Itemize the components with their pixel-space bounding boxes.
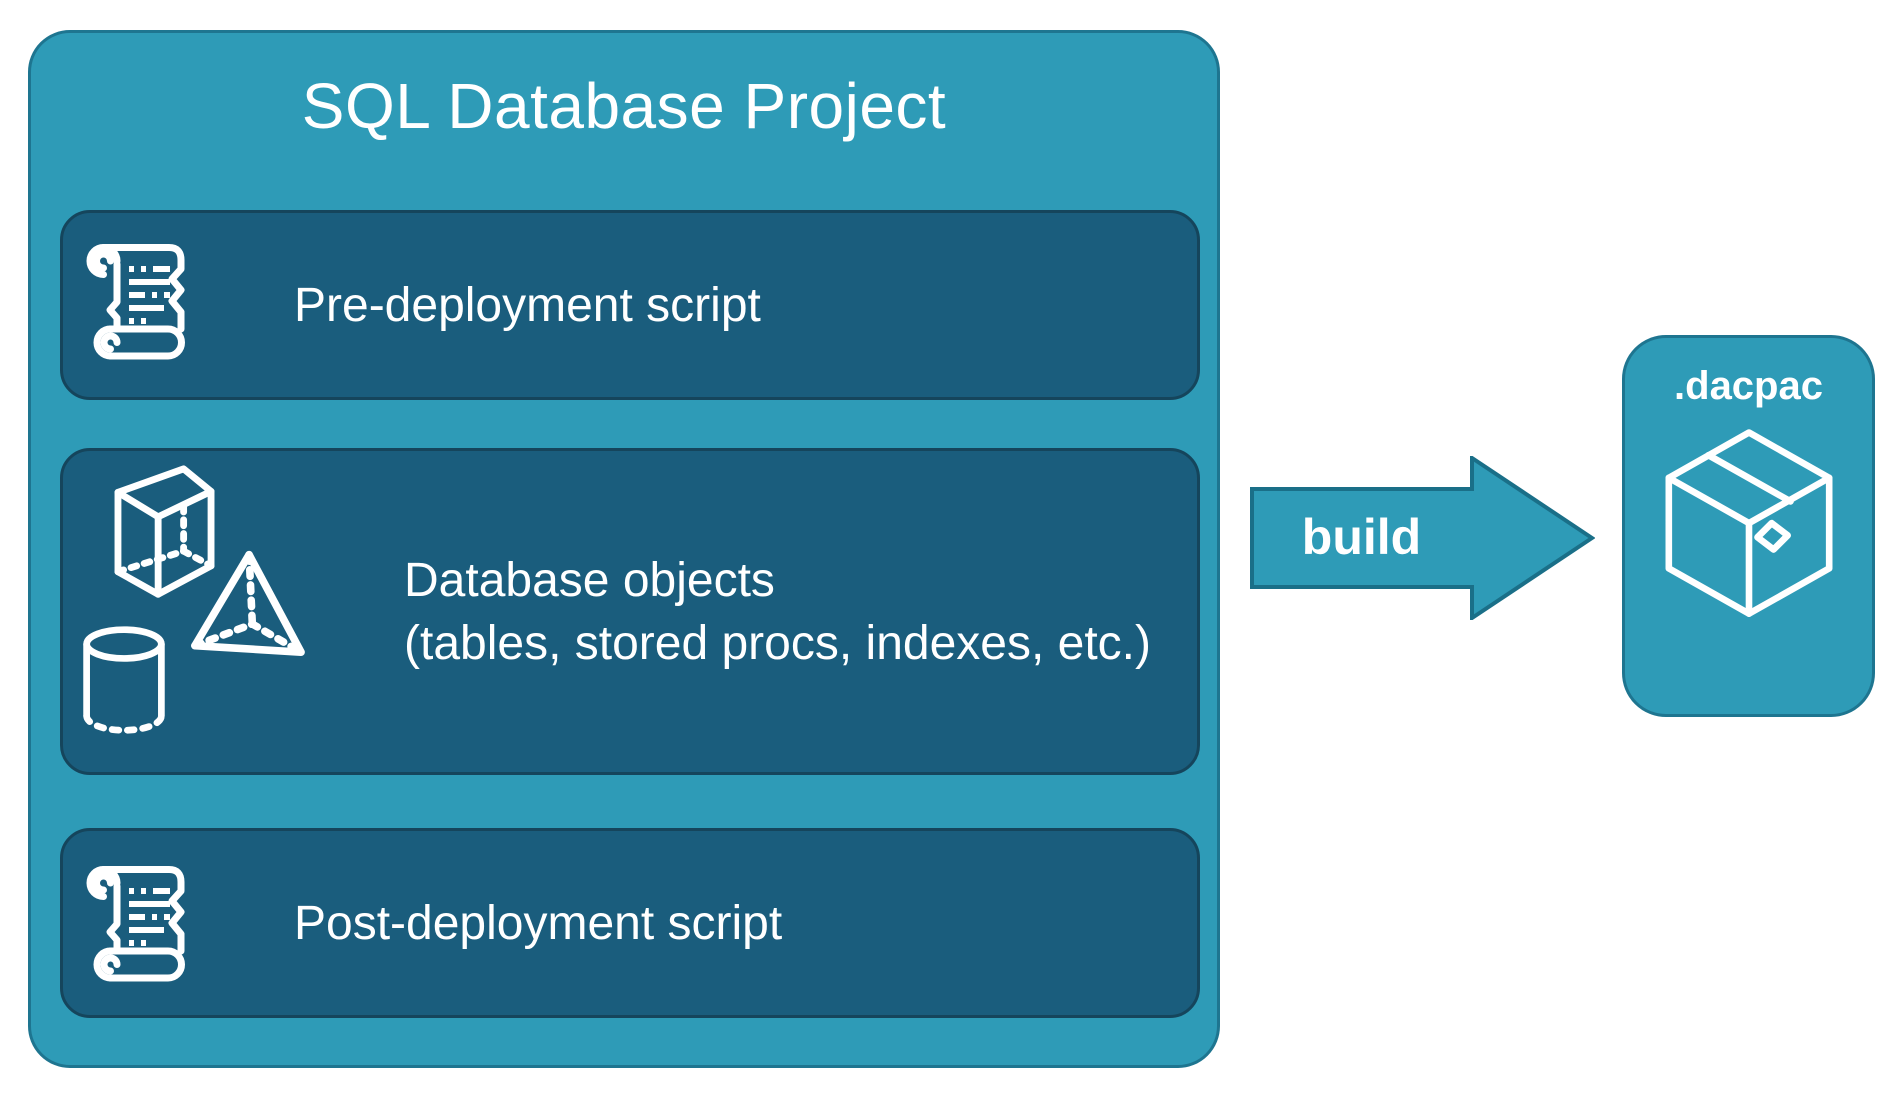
package-icon (1665, 429, 1832, 617)
panel-post-deployment-label: Post-deployment script (294, 896, 783, 950)
build-arrow-icon (1250, 456, 1595, 620)
sql-database-project-container: SQL Database Project Pre-deployment scri… (28, 30, 1220, 1068)
scroll-icon (86, 244, 185, 360)
panel-label: Post-deployment script (294, 831, 782, 1015)
panel-label: Pre-deployment script (294, 213, 761, 397)
scroll-icon (86, 866, 185, 982)
project-title: SQL Database Project (301, 70, 947, 142)
dacpac-label: .dacpac (1674, 364, 1823, 408)
panel-database-objects-label: Database objects (404, 553, 775, 607)
panel-label: Database objects (tables, stored procs, … (404, 451, 1151, 772)
panel-database-objects-sublabel: (tables, stored procs, indexes, etc.) (404, 616, 1151, 670)
panel-database-objects: Database objects (tables, stored procs, … (60, 448, 1200, 775)
dacpac-artifact-box: .dacpac (1622, 335, 1875, 717)
build-arrow-label: build (1301, 509, 1422, 565)
panel-post-deployment: Post-deployment script (60, 828, 1200, 1018)
panel-pre-deployment: Pre-deployment script (60, 210, 1200, 400)
pyramid-icon (191, 550, 305, 656)
cylinder-icon (83, 626, 165, 734)
panel-pre-deployment-label: Pre-deployment script (294, 278, 761, 332)
cube-icon (114, 465, 215, 598)
